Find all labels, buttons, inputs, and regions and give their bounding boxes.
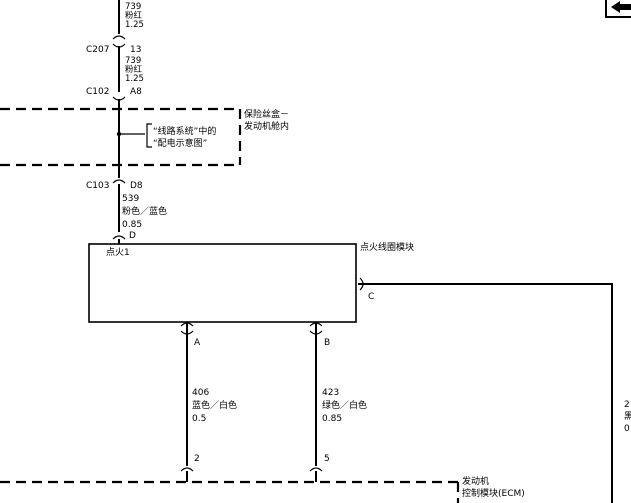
wire-c207-c102-circuit: 739 — [125, 56, 141, 66]
back-arrow-button[interactable] — [605, 0, 631, 18]
coil-module-pin-c: C — [368, 292, 374, 302]
wire-b-size: 0.85 — [322, 414, 342, 424]
top-wire-color: 粉红 — [125, 10, 143, 21]
wire-ignition-color: 粉色／蓝色 — [122, 205, 167, 217]
connector-c207-pin: 13 — [130, 45, 141, 55]
connector-c207-name: C207 — [86, 45, 109, 55]
fuse-box-ref-line1: “线路系统”中的 — [153, 125, 216, 137]
wire-b-circuit: 423 — [322, 388, 339, 398]
right-wire-partial-line1: 2 — [624, 400, 630, 410]
top-wire-size: 1.25 — [125, 20, 144, 30]
wire-a-size: 0.5 — [192, 414, 206, 424]
coil-module-pin-a: A — [194, 338, 201, 348]
coil-module-label: 点火线圈模块 — [360, 241, 414, 253]
connector-c103 — [112, 179, 126, 184]
coil-module-pin-b: B — [324, 338, 330, 348]
wire-c207-c102-size: 1.25 — [125, 74, 144, 84]
ecm-label-line2: 控制模块(ECM) — [462, 487, 525, 499]
wire-ignition-size: 0.85 — [122, 220, 142, 230]
wire-ignition-circuit: 539 — [122, 194, 139, 204]
ecm-pin-5: 5 — [324, 454, 330, 464]
wire-pin-c-to-ground — [358, 283, 613, 503]
right-wire-partial-line2: 黑 — [624, 411, 631, 422]
ecm-outline — [0, 480, 460, 503]
fuse-box-label-line2: 发动机舱内 — [244, 120, 289, 132]
connector-c103-name: C103 — [86, 181, 109, 191]
coil-module-pin-d-connector — [112, 235, 126, 240]
wire-a-color: 蓝色／白色 — [192, 399, 237, 411]
connector-c207 — [112, 35, 126, 48]
top-wire-circuit: 739 — [125, 2, 141, 12]
ecm-pin-2: 2 — [194, 454, 200, 464]
ecm-pin-2-connector — [180, 467, 194, 472]
ref-bracket — [146, 123, 152, 148]
fuse-box-label-line1: 保险丝盒－ — [244, 108, 289, 120]
coil-module-pin-d: D — [129, 231, 136, 241]
connector-c102-name: C102 — [86, 87, 109, 97]
ecm-pin-5-connector — [309, 467, 323, 472]
wire-b-color: 绿色／白色 — [322, 399, 367, 411]
right-wire-partial-line3: 0 — [624, 424, 630, 434]
wire-a-circuit: 406 — [192, 388, 209, 398]
fuse-box-ref-line2: “配电示意图” — [153, 137, 207, 149]
coil-module-terminal-label: 点火1 — [106, 247, 130, 258]
ecm-label-line1: 发动机 — [462, 475, 489, 487]
wire-c207-c102-color: 粉红 — [125, 64, 143, 75]
connector-c103-pin: D8 — [130, 181, 143, 191]
connector-c102-pin: A8 — [130, 87, 142, 97]
coil-module-box — [88, 243, 357, 323]
